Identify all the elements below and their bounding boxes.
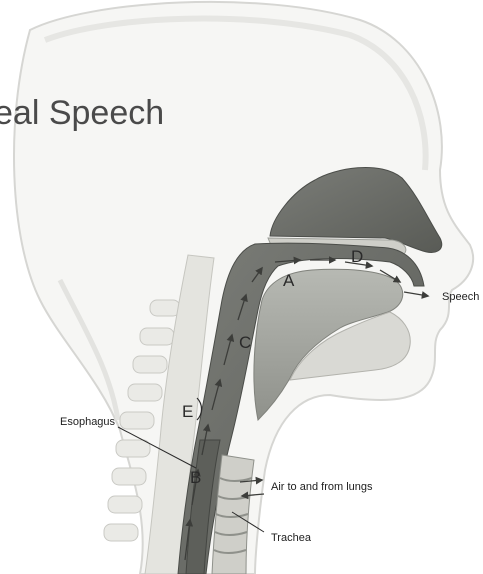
- label-air: Air to and from lungs: [271, 481, 373, 493]
- label-esophagus: Esophagus: [60, 416, 116, 428]
- label-trachea: Trachea: [271, 532, 312, 544]
- label-a: A: [283, 271, 295, 290]
- label-e: E: [182, 402, 193, 421]
- diagram-title: eal Speech: [0, 94, 164, 132]
- label-speech: Speech: [442, 291, 479, 303]
- label-c: C: [239, 333, 251, 352]
- label-b: B: [190, 468, 201, 487]
- label-d: D: [351, 247, 363, 266]
